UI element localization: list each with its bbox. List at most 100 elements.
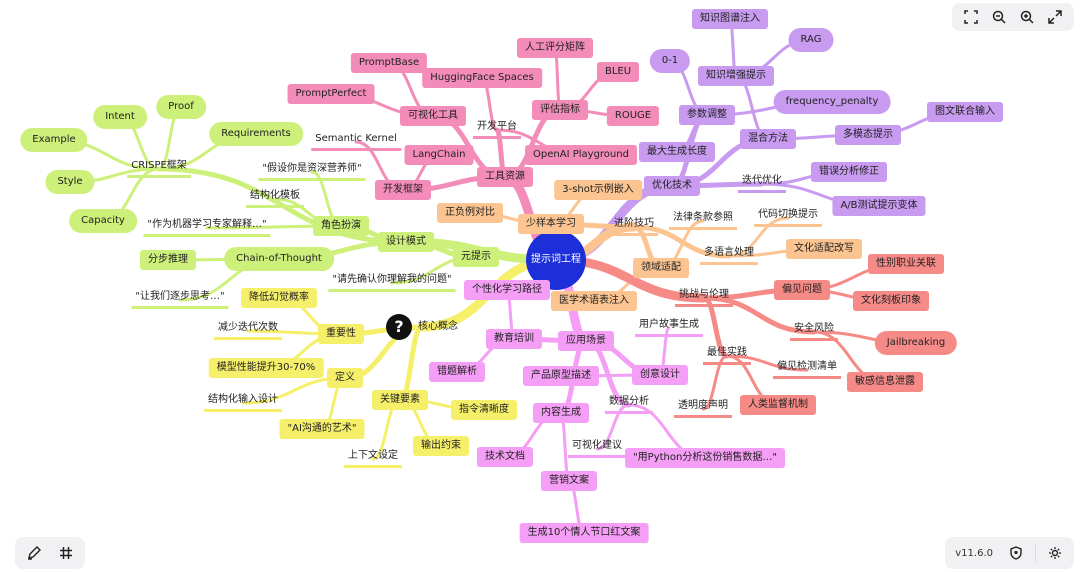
node-d_cr3[interactable]: Example — [20, 128, 88, 152]
node-t_vis2[interactable]: PromptPerfect — [287, 84, 375, 104]
node-t_plat1[interactable]: HuggingFace Spaces — [422, 68, 542, 88]
node-p_cre1[interactable]: 用户故事生成 — [635, 319, 703, 337]
node-t_fw2[interactable]: LangChain — [404, 145, 474, 165]
node-d_role3[interactable]: "作为机器学习专家解释…" — [143, 219, 271, 237]
node-c_def1[interactable]: 结构化输入设计 — [204, 394, 282, 412]
node-a_ml2[interactable]: 文化适配改写 — [786, 239, 862, 259]
node-p_data2[interactable]: "用Python分析这份销售数据…" — [625, 448, 785, 468]
node-c_imp3[interactable]: 模型性能提升30-70% — [208, 358, 324, 378]
node-e_best1[interactable]: 偏见检测清单 — [773, 361, 841, 379]
node-o_iter2[interactable]: A/B测试提示变体 — [832, 196, 926, 216]
node-p_data[interactable]: 数据分析 — [605, 396, 653, 414]
node-p_con2[interactable]: 营销文案 — [541, 471, 597, 491]
node-p_edu1[interactable]: 个性化学习路径 — [464, 280, 550, 300]
node-p_data1[interactable]: 可视化建议 — [568, 440, 626, 458]
zoom-in-icon[interactable] — [1014, 4, 1040, 30]
node-p_con1[interactable]: 技术文档 — [477, 447, 533, 467]
node-t_eval2[interactable]: BLEU — [596, 62, 640, 82]
node-o_mix1b[interactable]: RAG — [788, 28, 834, 52]
node-a_ml1[interactable]: 代码切换提示 — [754, 209, 822, 227]
node-opt[interactable]: 优化技术 — [644, 176, 700, 196]
node-tools[interactable]: 工具资源 — [477, 167, 533, 187]
node-o_mix2a[interactable]: 图文联合输入 — [927, 102, 1003, 122]
node-e_bias[interactable]: 偏见问题 — [774, 280, 830, 300]
node-p_con[interactable]: 内容生成 — [533, 403, 589, 423]
node-o_mix2[interactable]: 多模态提示 — [835, 125, 901, 145]
node-t_plat2[interactable]: OpenAI Playground — [525, 145, 637, 165]
node-d_cot1[interactable]: 分步推理 — [140, 250, 196, 270]
node-t_vis1[interactable]: PromptBase — [350, 53, 428, 73]
node-d_cr2[interactable]: Proof — [156, 95, 206, 119]
node-e_best3[interactable]: 人类监督机制 — [740, 395, 816, 415]
shield-icon[interactable] — [1003, 540, 1029, 566]
fullscreen-icon[interactable] — [1042, 4, 1068, 30]
node-p_cre[interactable]: 创意设计 — [632, 365, 688, 385]
node-c_imp[interactable]: 重要性 — [318, 324, 364, 344]
node-t_plat[interactable]: 开发平台 — [473, 121, 521, 139]
node-o_mix1a[interactable]: 知识图谱注入 — [692, 9, 768, 29]
node-c_imp2[interactable]: 减少迭代次数 — [214, 322, 282, 340]
node-e_best2[interactable]: 透明度声明 — [674, 400, 732, 418]
node-d_meta1[interactable]: "请先确认你理解我的问题" — [328, 274, 456, 292]
node-o_param2[interactable]: frequency_penalty — [773, 90, 891, 114]
node-eth[interactable]: 挑战与伦理 — [675, 289, 733, 307]
node-a_few1[interactable]: 3-shot示例嵌入 — [554, 180, 642, 200]
grid-icon[interactable] — [53, 540, 79, 566]
node-t_vis[interactable]: 可视化工具 — [400, 106, 466, 126]
node-t_fw1[interactable]: Semantic Kernel — [311, 133, 401, 151]
node-d_role2[interactable]: 结构化模板 — [246, 190, 304, 208]
edit-icon[interactable] — [21, 540, 47, 566]
node-adv[interactable]: 进阶技巧 — [610, 218, 658, 236]
node-app[interactable]: 应用场景 — [558, 331, 614, 351]
node-e_bias1[interactable]: 性别职业关联 — [868, 254, 944, 274]
node-c_def[interactable]: 定义 — [327, 368, 363, 388]
node-d_role[interactable]: 角色扮演 — [313, 216, 369, 236]
node-c_key2[interactable]: 输出约束 — [413, 436, 469, 456]
node-d_cr1[interactable]: Intent — [93, 105, 147, 129]
node-a_few2[interactable]: 正负例对比 — [437, 203, 503, 223]
node-d_role1[interactable]: "假设你是资深营养师" — [258, 163, 366, 181]
node-c_key1[interactable]: 指令清晰度 — [451, 400, 517, 420]
node-o_mix[interactable]: 混合方法 — [740, 129, 796, 149]
node-c_key[interactable]: 关键要素 — [372, 390, 428, 410]
fit-view-icon[interactable] — [958, 4, 984, 30]
node-p_cre2[interactable]: 产品原型描述 — [523, 366, 599, 386]
node-e_best[interactable]: 最佳实践 — [703, 347, 751, 365]
node-p_edu2[interactable]: 错题解析 — [429, 362, 485, 382]
node-e_sec[interactable]: 安全风险 — [790, 323, 838, 341]
node-a_dom1[interactable]: 法律条款参照 — [669, 212, 737, 230]
node-o_iter[interactable]: 迭代优化 — [738, 175, 786, 193]
node-o_iter1[interactable]: 错误分析修正 — [811, 162, 887, 182]
node-e_sec1[interactable]: Jailbreaking — [874, 331, 958, 355]
node-t_eval1[interactable]: 人工评分矩阵 — [517, 38, 593, 58]
node-t_fw[interactable]: 开发框架 — [375, 180, 431, 200]
node-t_eval3[interactable]: ROUGE — [606, 106, 660, 126]
node-d_crispe[interactable]: CRISPE框架 — [127, 160, 191, 178]
node-d_cr6[interactable]: Capacity — [69, 209, 137, 233]
node-o_param[interactable]: 参数调整 — [679, 105, 735, 125]
node-a_dom2[interactable]: 医学术语表注入 — [551, 291, 637, 311]
node-c_key3[interactable]: 上下文设定 — [344, 450, 402, 468]
zoom-out-icon[interactable] — [986, 4, 1012, 30]
node-d_cr5[interactable]: Style — [45, 170, 95, 194]
node-c_imp1[interactable]: 降低幻觉概率 — [241, 288, 317, 308]
node-e_sec2[interactable]: 敏感信息泄露 — [847, 372, 923, 392]
node-a_dom[interactable]: 领域适配 — [633, 258, 689, 278]
node-d_cot2[interactable]: "让我们逐步思考…" — [131, 291, 229, 309]
node-d_cr4[interactable]: Requirements — [209, 122, 303, 146]
node-p_con3[interactable]: 生成10个情人节口红文案 — [519, 523, 649, 543]
node-t_eval[interactable]: 评估指标 — [532, 100, 588, 120]
node-des[interactable]: 设计模式 — [378, 232, 434, 252]
node-o_param1[interactable]: 0-1 — [649, 49, 691, 73]
node-o_param3[interactable]: 最大生成长度 — [639, 142, 715, 162]
node-e_bias2[interactable]: 文化刻板印象 — [853, 291, 929, 311]
node-p_edu[interactable]: 教育培训 — [486, 329, 542, 349]
theme-icon[interactable] — [1042, 540, 1068, 566]
node-o_mix1[interactable]: 知识增强提示 — [698, 66, 774, 86]
node-a_few[interactable]: 少样本学习 — [518, 214, 584, 234]
node-d_meta[interactable]: 元提示 — [453, 247, 499, 267]
node-c_def2[interactable]: "AI沟通的艺术" — [279, 419, 365, 439]
node-core[interactable]: ?核心概念 — [386, 314, 458, 340]
node-a_ml[interactable]: 多语言处理 — [700, 247, 758, 265]
